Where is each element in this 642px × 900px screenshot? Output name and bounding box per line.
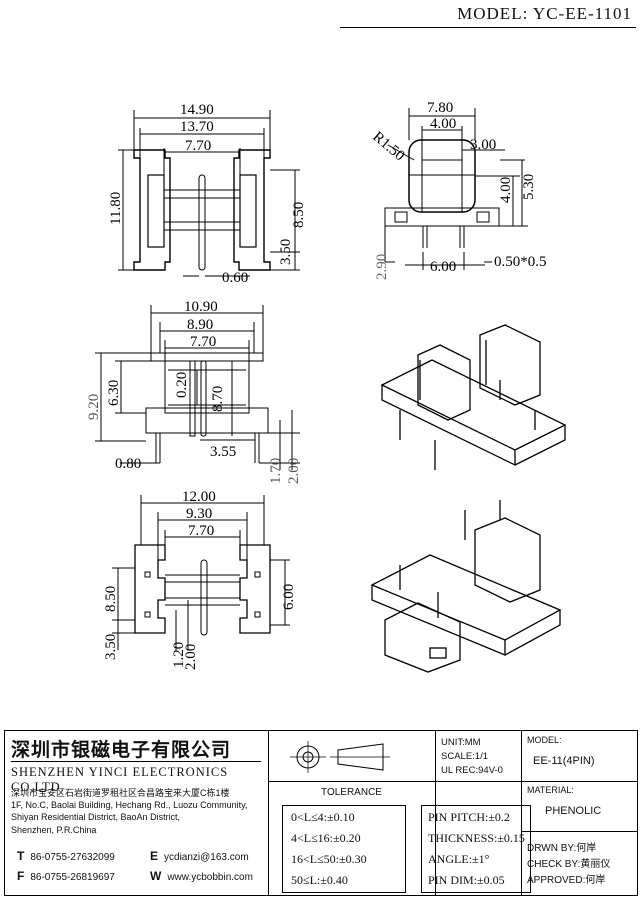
model-value: EE-11(4PIN) — [533, 755, 595, 767]
projection-tolerance-panel: TOLERANCE 0<L≤4:±0.10 4<L≤16:±0.20 16<L≤… — [268, 731, 638, 895]
tolerance-box-left: 0<L≤4:±0.10 4<L≤16:±0.20 16<L≤50:±0.30 5… — [282, 805, 406, 893]
dim-label: 3.55 — [210, 444, 236, 460]
dim-label: 1.70 — [268, 458, 284, 484]
divider — [521, 781, 637, 782]
dim-label: 3.50 — [278, 239, 294, 265]
dim-label: 2.90 — [374, 254, 390, 280]
dim-label: 1.20 — [171, 642, 187, 668]
dimension-labels: 14.90 13.70 7.70 11.80 8.50 3.50 0.60 7.… — [86, 100, 547, 670]
projection-symbol-icon — [290, 741, 390, 773]
dim-label: 8.50 — [103, 586, 119, 612]
dim-label: 13.70 — [180, 119, 214, 135]
dim-label: 9.20 — [86, 394, 102, 420]
approved-by: APPROVED:何岸 — [527, 875, 606, 886]
dim-label: 9.30 — [186, 506, 212, 522]
title-block: 深圳市银磁电子有限公司 SHENZHEN YINCI ELECTRONICS C… — [4, 730, 638, 896]
dim-label: 7.70 — [185, 138, 211, 154]
dim-label: 6.00 — [430, 259, 456, 275]
dim-label: 5.30 — [521, 174, 537, 200]
dim-label: 7.70 — [188, 523, 214, 539]
model-heading: MODEL: YC-EE-1101 — [457, 4, 632, 23]
dim-label: 3.00 — [470, 137, 496, 153]
company-panel: 深圳市银磁电子有限公司 SHENZHEN YINCI ELECTRONICS C… — [5, 731, 269, 895]
top-view — [118, 110, 300, 277]
dim-label: 4.00 — [430, 116, 456, 132]
dim-label: R1.50 — [369, 129, 407, 165]
company-name-cn: 深圳市银磁电子有限公司 — [11, 739, 232, 761]
divider — [521, 831, 637, 832]
dim-label: 12.00 — [182, 489, 216, 505]
front-view — [95, 305, 300, 470]
tolerance-title: TOLERANCE — [321, 787, 382, 798]
dim-label: 11.80 — [108, 192, 124, 225]
material-value: PHENOLIC — [545, 805, 602, 817]
isometric-view-bottom — [370, 500, 562, 673]
dim-label: 0.50*0.5 — [494, 254, 547, 270]
model-label: MODEL: — [527, 735, 562, 745]
dim-label: 3.50 — [103, 634, 119, 660]
dim-label: 7.80 — [427, 100, 453, 116]
bottom-view — [112, 495, 290, 650]
checked-by: CHECK BY:黄丽仪 — [527, 859, 611, 870]
material-label: MATERIAL: — [527, 785, 574, 795]
dim-label: 7.70 — [190, 334, 216, 350]
tolerance-box-right: PIN PITCH:±0.2 THICKNESS:±0.15 ANGLE:±1°… — [421, 805, 531, 893]
spec-panel: MODEL: EE-11(4PIN) MATERIAL: PHENOLIC DR… — [521, 731, 637, 895]
drawing-area — [95, 108, 567, 673]
dim-label: 2.00 — [183, 644, 199, 670]
drawn-by: DRWN BY:何岸 — [527, 843, 597, 854]
dim-label: 6.30 — [106, 380, 122, 406]
dim-label: 0.60 — [222, 270, 248, 286]
dim-label: 14.90 — [180, 102, 214, 118]
company-address: 深圳市宝安区石岩街道罗租社区合昌路宝来大厦C栋1楼 1F, No.C, Baol… — [11, 788, 248, 835]
dim-label: 0.20 — [174, 372, 190, 398]
side-view — [384, 108, 528, 270]
dim-label: 4.00 — [498, 177, 514, 203]
dim-label: 2.00 — [286, 458, 302, 484]
company-name-en: SHENZHEN YINCI ELECTRONICS CO,LTD. — [11, 765, 229, 794]
divider — [268, 781, 638, 782]
isometric-view-top — [380, 324, 567, 470]
dim-label: 8.50 — [291, 202, 307, 228]
dim-label: 10.90 — [184, 299, 218, 315]
dim-label: 6.00 — [281, 584, 297, 610]
unit-panel: UNIT:MM SCALE:1/1 UL REC:94V-0 PIN PITCH… — [421, 731, 531, 895]
heading-rule — [340, 27, 636, 28]
dim-label: 8.90 — [187, 317, 213, 333]
dim-label: 8.70 — [210, 386, 226, 412]
divider — [11, 761, 261, 762]
dim-label: 0.80 — [115, 456, 141, 472]
